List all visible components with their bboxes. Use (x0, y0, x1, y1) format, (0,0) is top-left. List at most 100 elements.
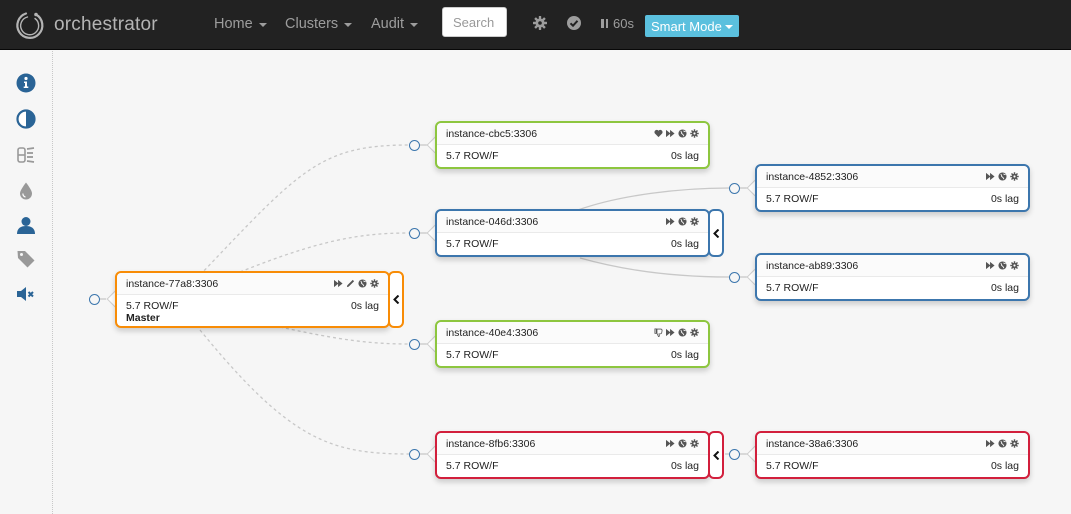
gear-icon[interactable] (690, 217, 699, 226)
globe-icon[interactable] (678, 217, 687, 226)
instance-header: instance-ab89:3306 (757, 255, 1028, 277)
instance-version: 5.7 ROW/F (446, 150, 499, 162)
nav-audit-menu[interactable]: Audit (371, 16, 419, 32)
pencil-icon[interactable] (346, 279, 355, 288)
nav-clusters-menu[interactable]: Clusters (285, 16, 353, 32)
contrast-icon[interactable] (16, 109, 36, 129)
instance-lag: 0s lag (670, 460, 699, 472)
chevron-left-icon (712, 228, 719, 238)
node-connector-4852[interactable] (729, 183, 740, 194)
instance-box-40e4[interactable]: instance-40e4:3306 5.7 ROW/F 0s lag (435, 320, 710, 368)
instance-name: instance-ab89:3306 (766, 259, 859, 272)
instance-version: 5.7 ROW/F (766, 460, 819, 472)
gear-icon[interactable] (690, 129, 699, 138)
search-input[interactable] (442, 7, 507, 37)
user-icon[interactable] (16, 215, 36, 235)
gear-icon[interactable] (690, 328, 699, 337)
node-connector-40e4[interactable] (409, 339, 420, 350)
brand[interactable]: orchestrator (14, 8, 158, 42)
node-connector-ab89[interactable] (729, 272, 740, 283)
instance-version: 5.7 ROW/F (446, 349, 499, 361)
pause-icon (601, 19, 608, 28)
instance-icons (654, 129, 699, 138)
globe-icon[interactable] (678, 129, 687, 138)
info-icon[interactable] (16, 73, 36, 93)
forward-icon[interactable] (666, 217, 675, 226)
instance-name: instance-4852:3306 (766, 170, 859, 183)
thumbs-down-icon[interactable] (654, 328, 663, 337)
brand-name: orchestrator (54, 14, 158, 35)
instance-version: 5.7 ROW/F (126, 300, 179, 312)
globe-icon[interactable] (998, 439, 1007, 448)
instance-box-4852[interactable]: instance-4852:3306 5.7 ROW/F 0s lag (755, 164, 1030, 212)
orchestrator-logo-icon (16, 12, 44, 39)
instance-version: 5.7 ROW/F (446, 460, 499, 472)
instance-lag: 0s lag (990, 460, 1019, 472)
chevron-down-icon (344, 23, 353, 27)
instance-header: instance-38a6:3306 (757, 433, 1028, 455)
forward-icon[interactable] (986, 439, 995, 448)
smart-mode-dropdown[interactable]: Smart Mode (645, 15, 739, 37)
globe-icon[interactable] (998, 172, 1007, 181)
globe-icon[interactable] (678, 328, 687, 337)
instance-name: instance-046d:3306 (446, 215, 539, 228)
instance-name: instance-cbc5:3306 (446, 127, 538, 140)
instance-box-ab89[interactable]: instance-ab89:3306 5.7 ROW/F 0s lag (755, 253, 1030, 301)
gear-icon[interactable] (1010, 172, 1019, 181)
heart-icon[interactable] (654, 129, 663, 138)
node-connector-38a6[interactable] (729, 449, 740, 460)
forward-icon[interactable] (986, 172, 995, 181)
gear-icon[interactable] (690, 439, 699, 448)
forward-icon[interactable] (666, 129, 675, 138)
instance-lag: 0s lag (670, 238, 699, 250)
instance-box-8fb6[interactable]: instance-8fb6:3306 5.7 ROW/F 0s lag (435, 431, 710, 479)
forward-icon[interactable] (666, 328, 675, 337)
navbar: orchestrator Home Clusters Audit 60s Sma… (0, 0, 1071, 50)
forward-icon[interactable] (334, 279, 343, 288)
compare-icon[interactable] (16, 145, 36, 165)
drop-icon[interactable] (16, 181, 36, 201)
nav-audit-label: Audit (371, 16, 405, 32)
nav-home-menu[interactable]: Home (214, 16, 267, 32)
instance-icons (666, 439, 699, 448)
mute-icon[interactable] (16, 284, 36, 304)
node-connector-cbc5[interactable] (409, 140, 420, 151)
instance-version: 5.7 ROW/F (766, 282, 819, 294)
forward-icon[interactable] (666, 439, 675, 448)
instance-icons (334, 279, 379, 288)
collapse-handle-master[interactable] (388, 271, 404, 328)
check-circle-icon[interactable] (566, 15, 582, 31)
instance-lag: 0s lag (350, 300, 379, 312)
instance-name: instance-77a8:3306 (126, 277, 219, 290)
forward-icon[interactable] (986, 261, 995, 270)
instance-lag: 0s lag (670, 349, 699, 361)
refresh-pause-toggle[interactable]: 60s (601, 16, 634, 31)
globe-icon[interactable] (358, 279, 367, 288)
node-connector-master[interactable] (89, 294, 100, 305)
gear-icon[interactable] (532, 15, 548, 31)
gear-icon[interactable] (1010, 439, 1019, 448)
node-connector-8fb6[interactable] (409, 449, 420, 460)
instance-icons (986, 172, 1019, 181)
collapse-handle-8fb6[interactable] (708, 431, 724, 479)
instance-header: instance-8fb6:3306 (437, 433, 708, 455)
globe-icon[interactable] (998, 261, 1007, 270)
globe-icon[interactable] (678, 439, 687, 448)
instance-box-38a6[interactable]: instance-38a6:3306 5.7 ROW/F 0s lag (755, 431, 1030, 479)
instance-lag: 0s lag (990, 282, 1019, 294)
tag-icon[interactable] (16, 249, 36, 269)
instance-lag: 0s lag (990, 193, 1019, 205)
gear-icon[interactable] (1010, 261, 1019, 270)
instance-version: 5.7 ROW/F (766, 193, 819, 205)
node-connector-046d[interactable] (409, 228, 420, 239)
collapse-handle-046d[interactable] (708, 209, 724, 257)
gear-icon[interactable] (370, 279, 379, 288)
instance-header: instance-046d:3306 (437, 211, 708, 233)
smart-mode-label: Smart Mode (651, 18, 722, 34)
chevron-down-icon (410, 23, 419, 27)
chevron-left-icon (712, 450, 719, 460)
instance-name: instance-40e4:3306 (446, 326, 539, 339)
